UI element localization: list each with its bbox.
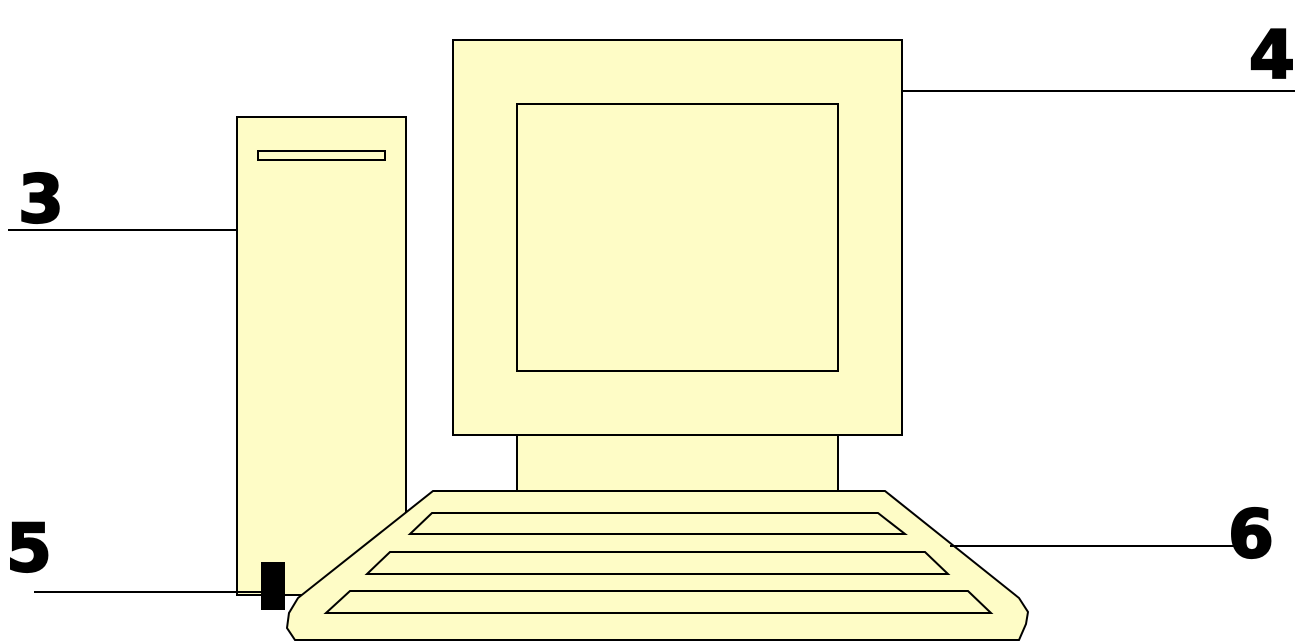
monitor-stand (517, 435, 838, 497)
label-5: 5 (6, 510, 52, 587)
mouse (261, 562, 285, 610)
monitor (453, 40, 902, 497)
drive-slot (258, 151, 385, 160)
label-6: 6 (1228, 496, 1274, 573)
monitor-screen (517, 104, 838, 371)
system-unit (237, 117, 406, 595)
label-4: 4 (1249, 17, 1295, 94)
key-row-2 (367, 552, 948, 574)
key-row-1 (410, 513, 905, 534)
tower-case (237, 117, 406, 595)
key-row-3 (326, 591, 991, 613)
label-3: 3 (18, 161, 64, 238)
